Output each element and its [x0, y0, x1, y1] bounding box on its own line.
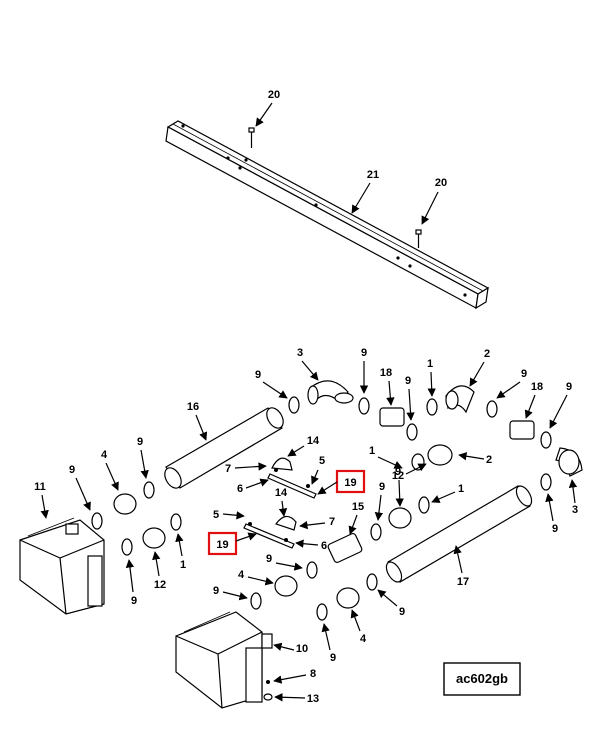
- callout-9: 9: [69, 464, 75, 476]
- coupler-4: [113, 493, 166, 549]
- callout-9: 9: [137, 436, 143, 448]
- callout-9: 9: [552, 523, 558, 535]
- callout-6: 6: [321, 540, 327, 552]
- highlighted-callout-19: 19: [344, 477, 356, 489]
- callout-6: 6: [237, 483, 243, 495]
- callout-20: 20: [268, 89, 280, 101]
- hose-clamp: [91, 481, 182, 556]
- sleeve-12: [411, 444, 453, 471]
- callout-9: 9: [330, 652, 336, 664]
- coupler-4: [274, 507, 412, 609]
- callout-20: 20: [435, 177, 447, 189]
- callout-1: 1: [458, 483, 464, 495]
- callout-18: 18: [380, 367, 392, 379]
- callout-12: 12: [392, 470, 404, 482]
- callout-9: 9: [379, 481, 385, 493]
- callout-3: 3: [297, 347, 303, 359]
- callout-9: 9: [213, 585, 219, 597]
- callout-5: 5: [319, 455, 325, 467]
- duct-15: [327, 532, 363, 564]
- callout-9: 9: [266, 553, 272, 565]
- callout-10: 10: [296, 643, 308, 655]
- highlighted-callout-19: 19: [216, 539, 228, 551]
- heater-unit-11: [19, 517, 105, 615]
- callout-1: 1: [427, 358, 433, 370]
- callout-9: 9: [361, 347, 367, 359]
- callout-9: 9: [255, 369, 261, 381]
- highlighted-callout-box: [207, 531, 238, 556]
- callout-16: 16: [187, 401, 199, 413]
- callout-15: 15: [352, 501, 364, 513]
- callout-12: 12: [154, 579, 166, 591]
- callout-18: 18: [531, 381, 543, 393]
- figure-id: ac602gb: [456, 671, 508, 686]
- elbow-3: [555, 447, 583, 477]
- callout-17: 17: [457, 576, 469, 588]
- bolt: [248, 127, 422, 248]
- callout-11: 11: [34, 481, 46, 493]
- callout-2: 2: [486, 454, 492, 466]
- elbow-2: [445, 385, 475, 414]
- callout-7: 7: [329, 516, 335, 528]
- callout-13: 13: [307, 693, 319, 705]
- callout-14: 14: [307, 435, 320, 447]
- callout-3: 3: [572, 504, 578, 516]
- highlighted-callout-box: [335, 469, 366, 494]
- elbow-3: [307, 380, 354, 405]
- callout-4: 4: [360, 633, 367, 645]
- duct-17: [385, 485, 533, 583]
- callout-4: 4: [101, 449, 108, 461]
- callout-5: 5: [213, 509, 219, 521]
- callout-1: 1: [369, 445, 375, 457]
- callout-9: 9: [566, 381, 572, 393]
- figure-id-box: [443, 662, 521, 696]
- callout-9: 9: [399, 606, 405, 618]
- hose-clamp: [288, 396, 552, 449]
- callout-9: 9: [405, 375, 411, 387]
- callout-9: 9: [131, 595, 137, 607]
- callout-14: 14: [275, 487, 288, 499]
- callout-2: 2: [484, 348, 490, 360]
- callout-8: 8: [310, 668, 316, 680]
- callout-9: 9: [521, 368, 527, 380]
- sleeve-18: [379, 407, 535, 440]
- callout-4: 4: [238, 569, 245, 581]
- hose-clamp: [250, 473, 552, 621]
- duct-16: [164, 407, 284, 489]
- bracket-assembly: [243, 457, 317, 549]
- callout-9: 9: [395, 466, 401, 478]
- heater-unit: [175, 611, 273, 709]
- rail-bar: [165, 120, 490, 310]
- callout-21: 21: [367, 169, 379, 181]
- callout-7: 7: [225, 463, 231, 475]
- callout-1: 1: [180, 559, 186, 571]
